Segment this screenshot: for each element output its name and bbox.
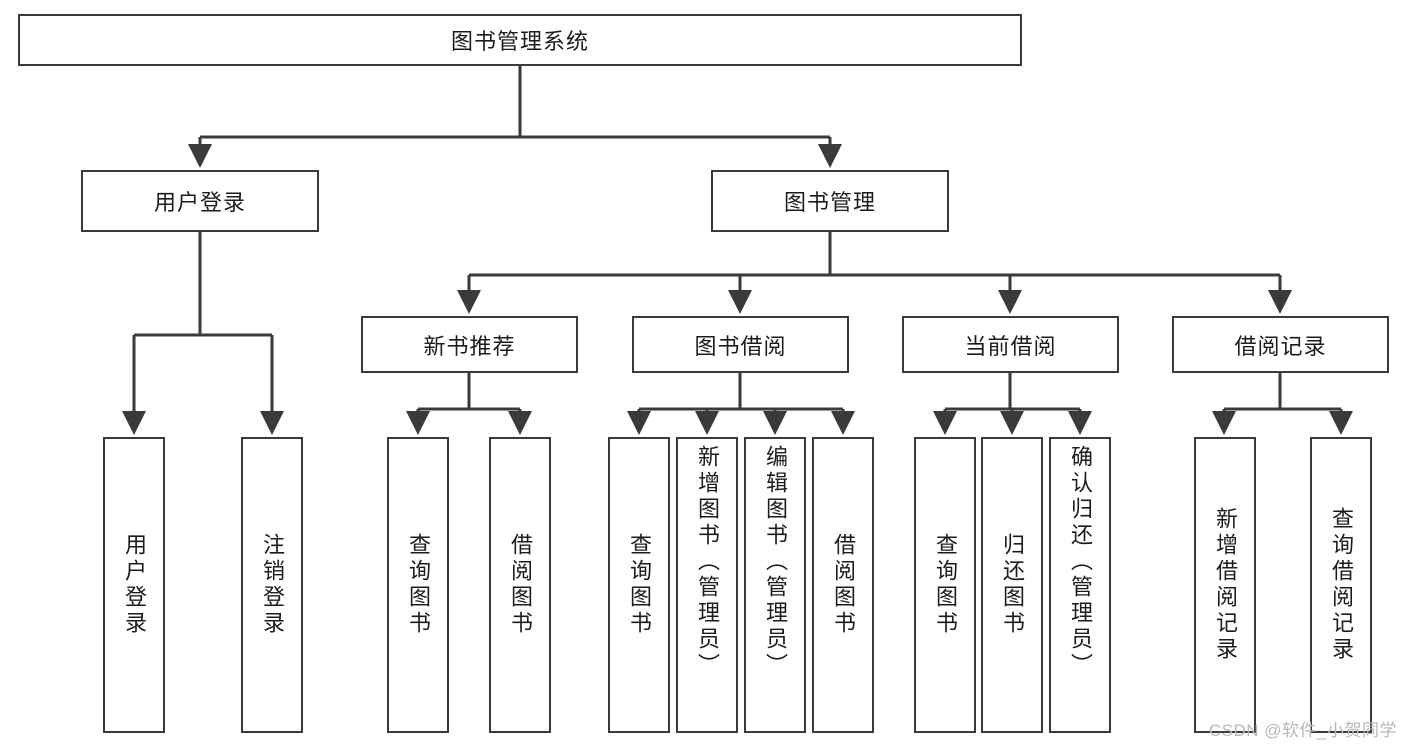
node-root-system[interactable]: 图书管理系统 [18,14,1022,66]
node-book-borrow[interactable]: 图书借阅 [632,316,849,373]
leaf-book-borrow-add-book-admin[interactable]: 新增图书（管理员） [676,437,738,733]
node-label: 借阅图书 [508,533,533,637]
node-label: 借阅图书 [831,533,856,637]
leaf-new-book-borrow-book[interactable]: 借阅图书 [489,437,551,733]
leaf-book-borrow-borrow-book[interactable]: 借阅图书 [812,437,874,733]
node-label: 归还图书 [1000,533,1025,637]
node-label: 用户登录 [122,533,147,637]
node-label: 图书管理系统 [450,29,589,54]
leaf-current-borrow-return-book[interactable]: 归还图书 [981,437,1043,733]
csdn-watermark: CSDN @软件_小贺同学 [1208,721,1397,740]
node-label: 用户登录 [153,190,246,215]
node-label: 注销登录 [260,533,285,637]
leaf-current-borrow-confirm-return-admin[interactable]: 确认归还（管理员） [1049,437,1111,733]
leaf-user-login-login[interactable]: 用户登录 [103,437,165,733]
leaf-user-login-logout[interactable]: 注销登录 [241,437,303,733]
node-user-login[interactable]: 用户登录 [81,170,319,232]
node-new-book-recommend[interactable]: 新书推荐 [361,316,578,373]
node-book-management[interactable]: 图书管理 [711,170,949,232]
node-label: 当前借阅 [964,333,1057,359]
node-label: 图书管理 [783,190,876,215]
node-label: 编辑图书（管理员） [763,445,788,679]
node-borrow-record[interactable]: 借阅记录 [1172,316,1389,373]
leaf-new-book-query-book[interactable]: 查询图书 [387,437,449,733]
node-label: 借阅记录 [1234,333,1327,359]
node-label: 新书推荐 [423,333,516,359]
leaf-borrow-record-add-record[interactable]: 新增借阅记录 [1194,437,1256,733]
node-label: 确认归还（管理员） [1068,445,1093,679]
leaf-book-borrow-query-book[interactable]: 查询图书 [608,437,670,733]
node-label: 查询借阅记录 [1329,507,1354,663]
node-label: 图书借阅 [694,333,787,359]
leaf-book-borrow-edit-book-admin[interactable]: 编辑图书（管理员） [744,437,806,733]
node-label: 新增图书（管理员） [695,445,720,679]
node-label: 查询图书 [406,533,431,637]
leaf-borrow-record-query-record[interactable]: 查询借阅记录 [1310,437,1372,733]
node-current-borrow[interactable]: 当前借阅 [902,316,1119,373]
node-label: 查询图书 [933,533,958,637]
leaf-current-borrow-query-book[interactable]: 查询图书 [914,437,976,733]
node-label: 查询图书 [627,533,652,637]
node-label: 新增借阅记录 [1213,507,1238,663]
